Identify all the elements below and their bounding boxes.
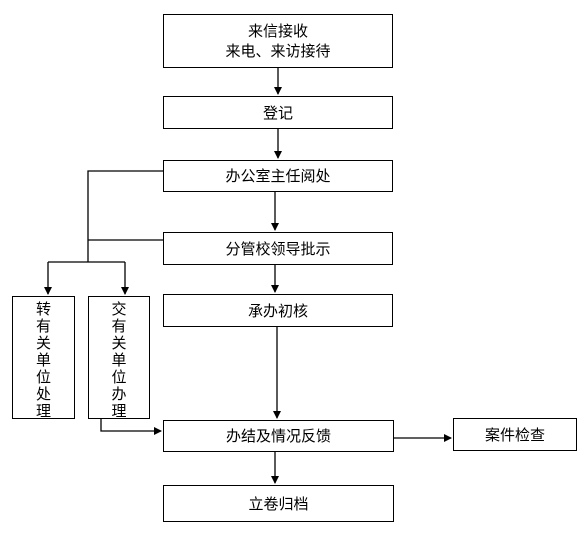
register-box: 登记 <box>163 96 393 129</box>
office-director-label: 办公室主任阅处 <box>225 167 331 185</box>
transfer-unit-label: 转有关单位处理 <box>35 300 51 420</box>
transfer-unit-box: 转有关单位处理 <box>12 296 75 420</box>
office-director-box: 办公室主任阅处 <box>163 160 393 192</box>
initial-check-label: 承办初核 <box>247 301 308 320</box>
receive-box: 来信接收 来电、来访接待 <box>163 14 393 68</box>
leader-approval-label: 分管校领导批示 <box>225 239 331 258</box>
arrow-assign-unit-to-feedback <box>100 419 162 435</box>
archive-box: 立卷归档 <box>163 485 394 522</box>
assign-unit-box: 交有关单位办理 <box>88 296 150 420</box>
receive-label-line2: 来电、来访接待 <box>225 42 331 60</box>
leader-approval-box: 分管校领导批示 <box>163 232 393 265</box>
register-label: 登记 <box>262 103 293 122</box>
initial-check-box: 承办初核 <box>163 294 393 327</box>
case-inspection-label: 案件检查 <box>484 425 545 444</box>
assign-unit-label: 交有关单位办理 <box>111 300 127 420</box>
feedback-box: 办结及情况反馈 <box>163 420 394 452</box>
feedback-label: 办结及情况反馈 <box>225 427 331 445</box>
case-inspection-box: 案件检查 <box>453 418 577 451</box>
connector-director-left-branch <box>87 170 163 262</box>
receive-label-line1: 来信接收 <box>247 22 308 40</box>
archive-label: 立卷归档 <box>248 494 309 513</box>
